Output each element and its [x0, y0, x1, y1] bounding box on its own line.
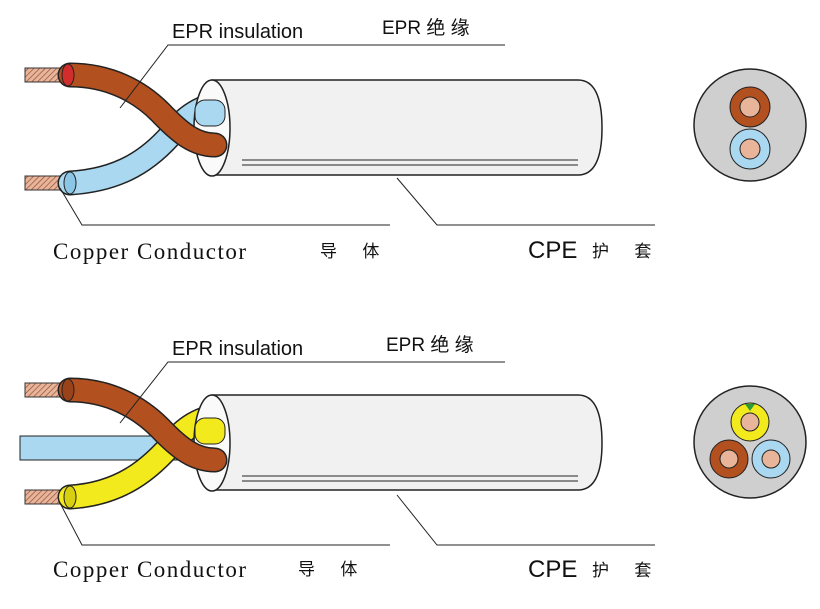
- cpe-sheath: [193, 394, 603, 492]
- insulation-label: EPR insulation: [172, 338, 304, 360]
- sheath-label-cn: 护 套: [592, 242, 662, 262]
- cpe-sheath: [193, 79, 603, 177]
- sheath-label-cn: 护 套: [592, 561, 662, 581]
- cross-section-three-core: [693, 385, 807, 499]
- sheath-leader-line: [396, 494, 655, 546]
- conductor-leader-line: [59, 502, 390, 546]
- three-core-cable: [19, 361, 807, 546]
- insulation-label-cn: EPR 绝 缘: [386, 335, 474, 356]
- insulation-leader-line: [119, 44, 505, 109]
- conductor-label-cn: 导 体: [320, 242, 390, 262]
- two-core-cable: [24, 44, 807, 226]
- conductor-label-cn: 导 体: [298, 560, 368, 580]
- brown-core: [59, 379, 226, 471]
- earth-marker-icon: [745, 404, 755, 411]
- conductor-leader-line: [59, 187, 390, 226]
- sheath-leader-line: [396, 177, 655, 226]
- insulation-leader-line: [119, 361, 505, 424]
- insulation-label-cn: EPR 绝 缘: [382, 18, 470, 39]
- insulation-label: EPR insulation: [172, 21, 304, 43]
- conductor-label: Copper Conductor: [53, 557, 248, 582]
- sheath-label: CPE: [528, 556, 578, 583]
- cross-section-two-core: [693, 68, 807, 182]
- conductor-label: Copper Conductor: [53, 239, 248, 264]
- sheath-label: CPE: [528, 237, 578, 264]
